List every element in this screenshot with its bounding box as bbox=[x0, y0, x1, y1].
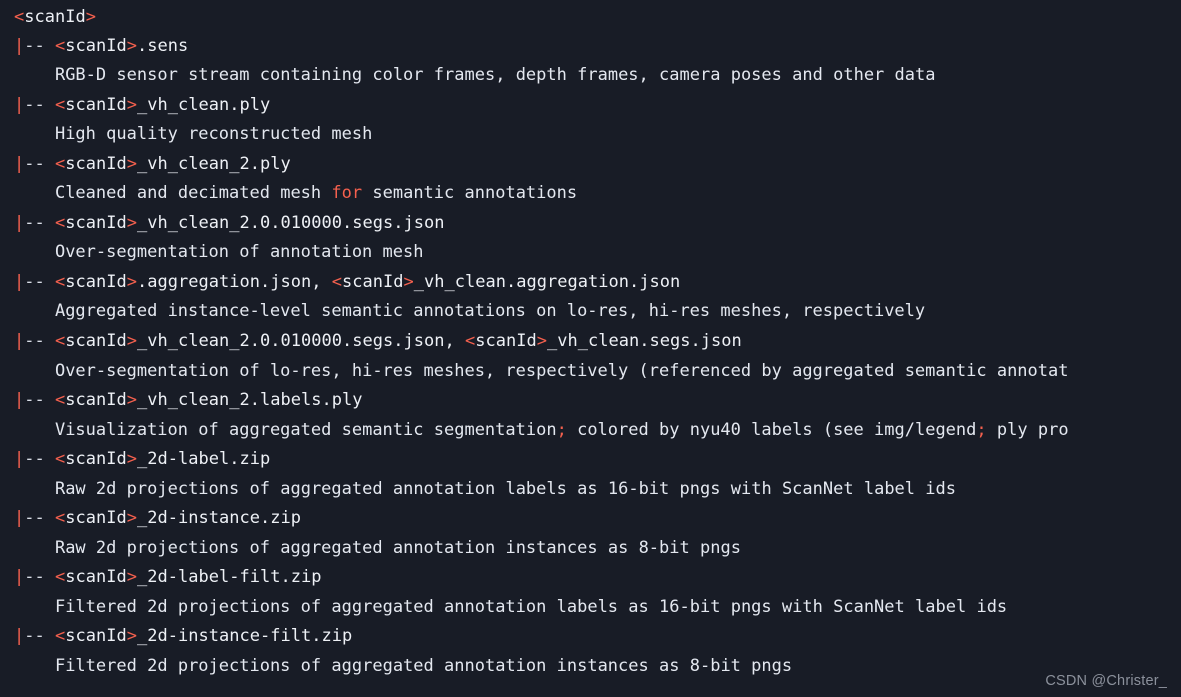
tree-branch-icon: | bbox=[14, 567, 25, 588]
tree-entry-line[interactable]: |-- <scanId>_vh_clean.ply bbox=[14, 94, 271, 115]
angle-bracket: < bbox=[54, 94, 66, 115]
tree-entry-description: Aggregated instance-level semantic annot… bbox=[54, 301, 926, 322]
tree-root-line: <scanId> bbox=[14, 7, 96, 27]
angle-bracket: < bbox=[54, 212, 66, 233]
tree-branch-icon: -- bbox=[24, 271, 45, 292]
angle-bracket: < bbox=[464, 330, 476, 351]
tree-entry-line[interactable]: |-- <scanId>_2d-instance.zip bbox=[14, 508, 301, 529]
tree-entry-line[interactable]: |-- <scanId>_2d-instance-filt.zip bbox=[14, 626, 353, 647]
angle-bracket: > bbox=[403, 271, 414, 292]
tree-entry-line[interactable]: |-- <scanId>_vh_clean_2.0.010000.segs.js… bbox=[14, 212, 445, 233]
angle-bracket: > bbox=[126, 94, 137, 115]
angle-bracket: > bbox=[126, 626, 137, 647]
tree-branch-icon: -- bbox=[24, 567, 45, 588]
tree-entry-description: Over-segmentation of lo-res, hi-res mesh… bbox=[54, 360, 1069, 381]
tree-branch-icon: | bbox=[14, 35, 25, 56]
angle-bracket: < bbox=[54, 449, 66, 470]
angle-bracket: < bbox=[54, 35, 66, 56]
tree-entry-line[interactable]: |-- <scanId>_vh_clean_2.0.010000.segs.js… bbox=[14, 330, 742, 351]
csdn-watermark: CSDN @Christer_ bbox=[1045, 673, 1167, 689]
tree-branch-icon: -- bbox=[24, 626, 45, 647]
tree-entry-description: High quality reconstructed mesh bbox=[54, 124, 373, 145]
semicolon: ; bbox=[976, 419, 987, 440]
tree-entry-description: Raw 2d projections of aggregated annotat… bbox=[54, 478, 956, 499]
angle-bracket: < bbox=[14, 7, 25, 27]
tree-entry-line[interactable]: |-- <scanId>.aggregation.json, <scanId>_… bbox=[14, 271, 681, 292]
keyword-token: for bbox=[331, 183, 363, 204]
tree-entry-line[interactable]: |-- <scanId>_vh_clean_2.labels.ply bbox=[14, 390, 363, 411]
angle-bracket: > bbox=[126, 390, 137, 411]
tree-entry-line[interactable]: |-- <scanId>.sens bbox=[14, 35, 189, 56]
tree-entry-line[interactable]: |-- <scanId>_vh_clean_2.ply bbox=[14, 153, 291, 174]
angle-bracket: > bbox=[126, 153, 137, 174]
angle-bracket: < bbox=[54, 271, 66, 292]
tree-branch-icon: | bbox=[14, 271, 25, 292]
tree-branch-icon: | bbox=[14, 449, 25, 470]
tree-branch-icon: -- bbox=[24, 153, 45, 174]
tree-branch-icon: | bbox=[14, 508, 25, 529]
tree-branch-icon: -- bbox=[24, 212, 45, 233]
angle-bracket: > bbox=[126, 508, 137, 529]
angle-bracket: < bbox=[54, 390, 66, 411]
tree-branch-icon: | bbox=[14, 94, 25, 115]
angle-bracket: > bbox=[126, 330, 137, 351]
tree-branch-icon: -- bbox=[24, 390, 45, 411]
angle-bracket: > bbox=[85, 7, 96, 27]
tree-entry-description: Cleaned and decimated mesh for semantic … bbox=[54, 183, 578, 204]
tree-entry-description: Filtered 2d projections of aggregated an… bbox=[54, 655, 793, 676]
tree-branch-icon: | bbox=[14, 330, 25, 351]
tree-branch-icon: -- bbox=[24, 94, 45, 115]
angle-bracket: < bbox=[54, 153, 66, 174]
tree-entry-line[interactable]: |-- <scanId>_2d-label.zip bbox=[14, 449, 271, 470]
tree-branch-icon: -- bbox=[24, 35, 45, 56]
tree-entry-description: RGB-D sensor stream containing color fra… bbox=[54, 65, 936, 86]
tree-branch-icon: | bbox=[14, 626, 25, 647]
angle-bracket: < bbox=[54, 508, 66, 529]
tree-entry-description: Over-segmentation of annotation mesh bbox=[54, 242, 424, 263]
angle-bracket: > bbox=[536, 330, 547, 351]
angle-bracket: < bbox=[54, 330, 66, 351]
angle-bracket: > bbox=[126, 567, 137, 588]
angle-bracket: > bbox=[126, 449, 137, 470]
tree-branch-icon: -- bbox=[24, 508, 45, 529]
tree-entry-description: Raw 2d projections of aggregated annotat… bbox=[54, 537, 741, 558]
angle-bracket: > bbox=[126, 212, 137, 233]
tree-branch-icon: | bbox=[14, 212, 25, 233]
tree-branch-icon: -- bbox=[24, 330, 45, 351]
tree-entry-description: Visualization of aggregated semantic seg… bbox=[54, 419, 1069, 440]
tree-branch-icon: | bbox=[14, 390, 25, 411]
angle-bracket: > bbox=[126, 271, 137, 292]
angle-bracket: < bbox=[54, 626, 66, 647]
tree-entry-line[interactable]: |-- <scanId>_2d-label-filt.zip bbox=[14, 567, 322, 588]
semicolon: ; bbox=[556, 419, 567, 440]
angle-bracket: < bbox=[331, 271, 342, 292]
tree-entry-description: Filtered 2d projections of aggregated an… bbox=[54, 596, 1008, 617]
tree-branch-icon: | bbox=[14, 153, 25, 174]
angle-bracket: < bbox=[54, 567, 66, 588]
tree-branch-icon: -- bbox=[24, 449, 45, 470]
angle-bracket: > bbox=[126, 35, 137, 56]
